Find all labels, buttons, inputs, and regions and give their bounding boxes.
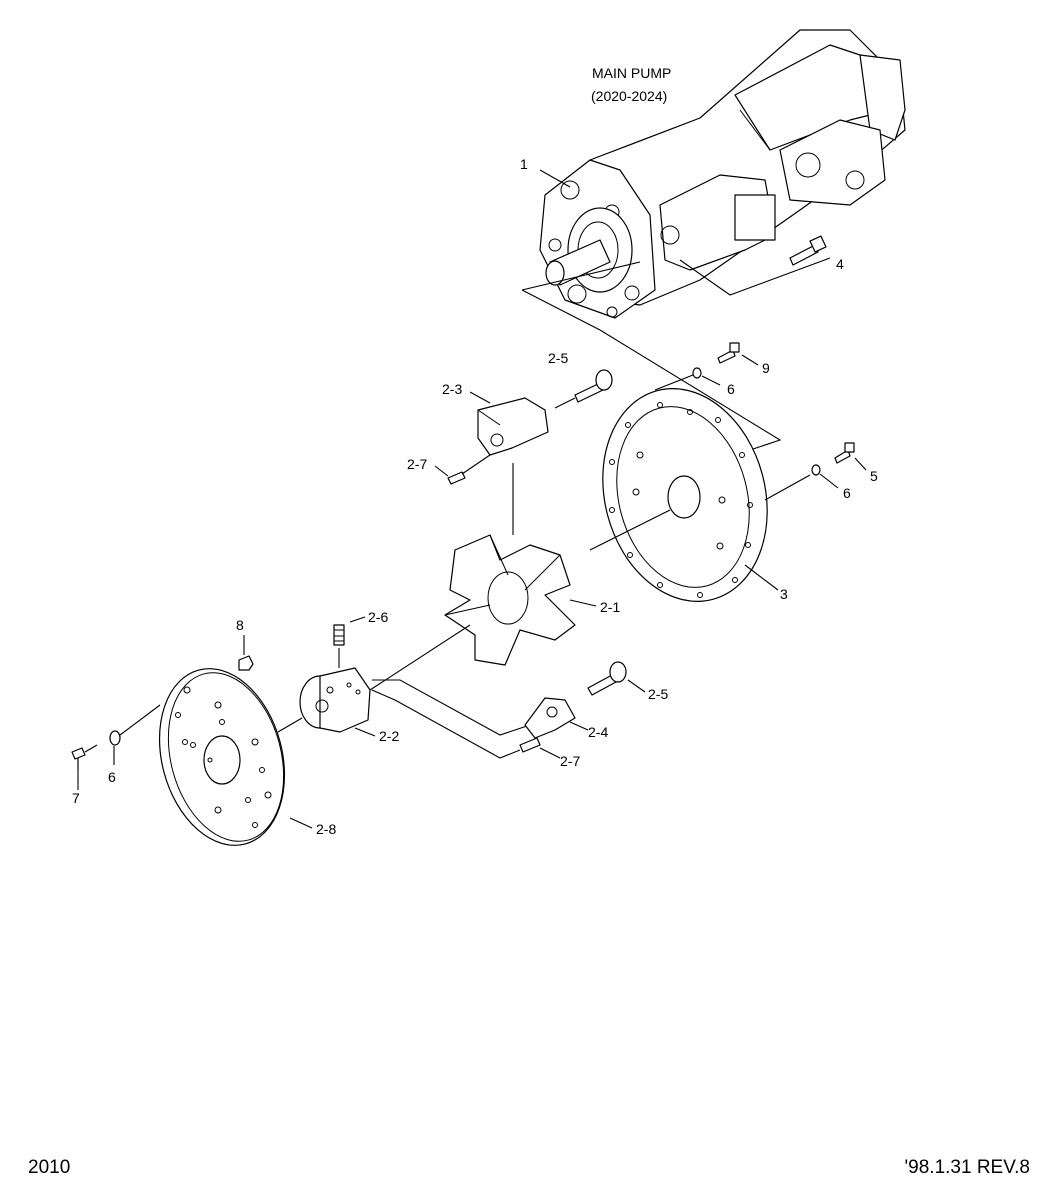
callout-4: 4 [836,256,844,272]
callout-2-3: 2-3 [442,381,462,397]
assembly-title-line2: (2020-2024) [591,88,667,104]
callout-2-5-top: 2-5 [548,350,568,366]
callout-8: 8 [236,617,244,633]
clamp-drawing [434,369,613,485]
revision-label: '98.1.31 REV.8 [905,1157,1030,1178]
assembly-title-line1: MAIN PUMP [592,65,671,81]
callout-2-7-bottom: 2-7 [560,753,580,769]
callout-5: 5 [870,468,878,484]
callout-2-6: 2-6 [368,609,388,625]
hub-drawing [299,616,531,759]
flywheel-housing-drawing [589,388,811,602]
callout-2-4: 2-4 [588,724,608,740]
drive-plate-drawing [119,668,313,846]
page-number: 2010 [28,1157,70,1178]
callout-6-left: 6 [108,769,116,785]
callout-2-5-bottom: 2-5 [648,686,668,702]
callout-9: 9 [762,360,770,376]
callout-1: 1 [520,156,528,172]
callout-6-mid: 6 [843,485,851,501]
callout-2-1: 2-1 [600,599,620,615]
callout-6-top: 6 [727,381,735,397]
callout-2-8: 2-8 [316,821,336,837]
callout-2-7-top: 2-7 [407,456,427,472]
coupling-element-drawing [444,463,597,666]
insert-drawing [519,661,646,759]
left-fasteners-drawing [71,635,254,790]
callout-7: 7 [72,790,80,806]
main-pump-drawing [521,29,906,481]
fasteners-drawing [654,342,867,489]
callout-2-2: 2-2 [379,728,399,744]
callout-3: 3 [780,586,788,602]
